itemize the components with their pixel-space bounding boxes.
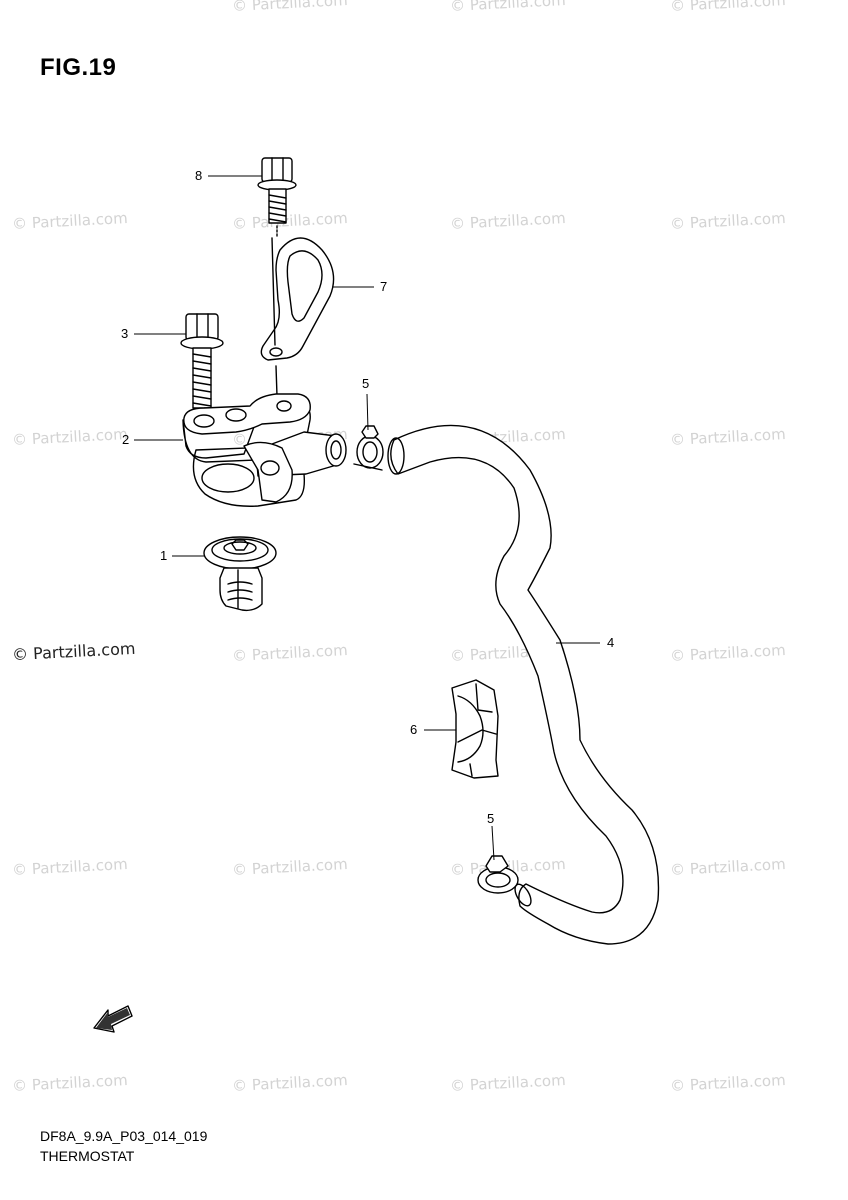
callout-8: 8 [195, 168, 203, 183]
clamp-5-upper-drawing [353, 425, 384, 471]
bracket-7-drawing [260, 237, 335, 397]
bolt-8-drawing [257, 157, 297, 239]
figure-title: FIG.19 [40, 54, 117, 81]
thermostat-1-drawing [203, 536, 277, 612]
diagram-code: DF8A_9.9A_P03_014_019 [40, 1128, 208, 1144]
diagram-name: THERMOSTAT [40, 1148, 135, 1164]
bolt-3-drawing [180, 313, 224, 409]
callout-4: 4 [607, 635, 615, 650]
callout-5-upper: 5 [362, 376, 370, 391]
hose-4-drawing [387, 424, 660, 945]
clip-6-drawing [451, 679, 499, 779]
front-arrow-icon [93, 1005, 133, 1033]
clamp-5-lower-drawing [477, 855, 519, 894]
callout-1: 1 [160, 548, 168, 563]
callout-7: 7 [380, 279, 388, 294]
leader-lines [134, 175, 600, 861]
thermostat-housing-2-drawing [182, 393, 347, 507]
callout-6: 6 [410, 722, 418, 737]
callout-5-lower: 5 [487, 811, 495, 826]
callout-3: 3 [121, 326, 129, 341]
callout-2: 2 [122, 432, 130, 447]
